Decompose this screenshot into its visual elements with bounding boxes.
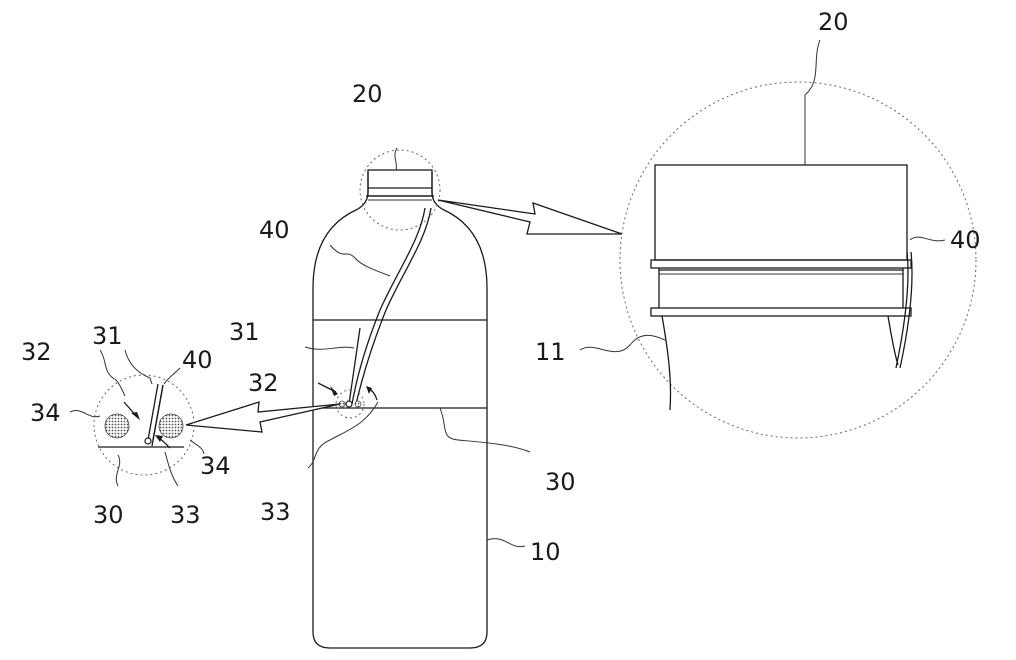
label-plate-detail: 30 xyxy=(93,501,124,529)
cap-zoom-cap xyxy=(651,165,911,316)
label-bottle: 10 xyxy=(530,538,561,566)
label-tube-detail: 40 xyxy=(182,346,213,374)
label-tube-main: 40 xyxy=(259,216,290,244)
bottle-body xyxy=(313,172,487,648)
label-hinge-detail: 33 xyxy=(170,501,201,529)
label-arrow-main: 32 xyxy=(248,369,279,397)
label-plate-main: 30 xyxy=(545,468,576,496)
label-hole-right: 34 xyxy=(200,452,231,480)
zoom-arrow-cap xyxy=(438,200,622,234)
label-cap-main: 20 xyxy=(352,80,383,108)
label-flap-detail: 31 xyxy=(92,322,123,350)
bottle-cap xyxy=(366,170,434,200)
hole-right xyxy=(159,414,183,438)
label-tube-zoom: 40 xyxy=(950,226,981,254)
flap-detail xyxy=(148,384,158,440)
label-hinge-main: 33 xyxy=(260,498,291,526)
cap-detail-circle xyxy=(360,150,440,230)
hole-left xyxy=(105,414,129,438)
cap-zoom-neck xyxy=(662,316,898,410)
label-arrow-detail: 32 xyxy=(21,338,52,366)
zoom-arrow-detail xyxy=(186,402,340,432)
label-flap-main: 31 xyxy=(229,318,260,346)
label-neck-zoom: 11 xyxy=(535,338,566,366)
label-cap-zoom: 20 xyxy=(818,8,849,36)
hinge-main xyxy=(346,401,352,407)
hinge-detail xyxy=(145,438,151,444)
label-hole-left: 34 xyxy=(30,399,61,427)
